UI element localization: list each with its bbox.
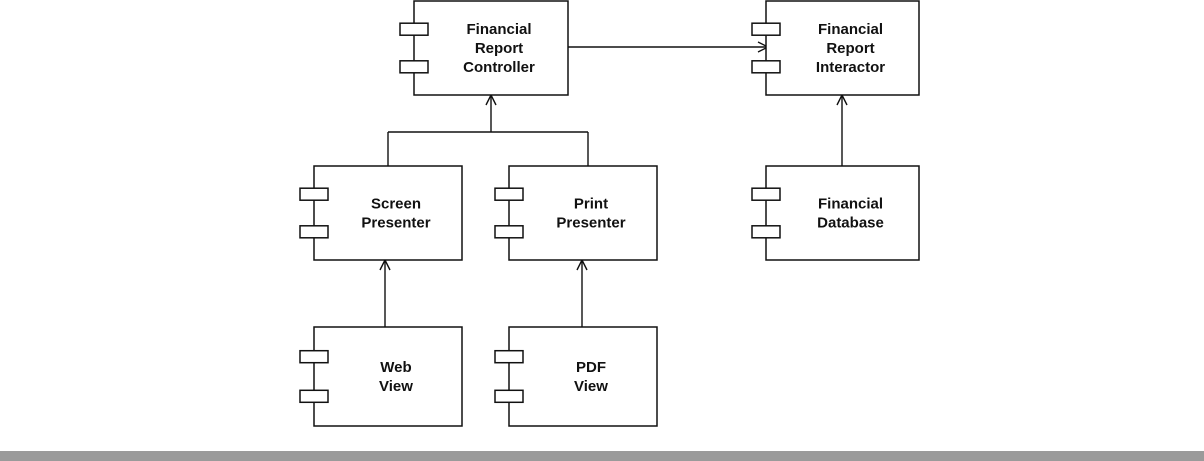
component-tab-icon [399, 22, 429, 36]
component-label-line: Financial [466, 21, 531, 38]
component-label-line: Interactor [816, 59, 885, 76]
footer-bar [0, 451, 1204, 461]
component-pdf-view: PDF View [494, 326, 658, 427]
component-tab-icon [299, 349, 329, 364]
component-tab-icon [751, 187, 781, 201]
component-box [765, 0, 920, 96]
component-tab-icon [494, 349, 524, 364]
component-label-line: Report [826, 40, 874, 57]
component-label-line: View [379, 378, 413, 395]
dependency-arrows [385, 47, 842, 327]
component-label-line: Report [475, 40, 523, 57]
component-label-line: Presenter [361, 215, 430, 232]
component-tab-icon [299, 225, 329, 239]
component-label-line: View [574, 378, 608, 395]
component-tab-icon [751, 22, 781, 36]
component-box [313, 165, 463, 261]
component-tab-icon [299, 187, 329, 201]
component-label-line: Presenter [556, 215, 625, 232]
component-tab-icon [494, 225, 524, 239]
component-box [313, 326, 463, 427]
component-tab-icon [751, 60, 781, 74]
component-tab-icon [299, 389, 329, 404]
component-label-line: Screen [371, 196, 421, 213]
component-tab-icon [494, 389, 524, 404]
component-label-line: PDF [576, 359, 606, 376]
component-label-line: Web [380, 359, 411, 376]
component-label-line: Database [817, 215, 884, 232]
component-tab-icon [751, 225, 781, 239]
component-box [508, 326, 658, 427]
component-label-line: Controller [463, 59, 535, 76]
component-label-line: Print [574, 196, 608, 213]
component-tab-icon [399, 60, 429, 74]
component-box [508, 165, 658, 261]
component-box [413, 0, 569, 96]
component-box [765, 165, 920, 261]
component-tab-icon [494, 187, 524, 201]
component-label-line: Financial [818, 196, 883, 213]
component-label-line: Financial [818, 21, 883, 38]
components-layer: FinancialReportControllerFinancialReport… [299, 0, 920, 427]
